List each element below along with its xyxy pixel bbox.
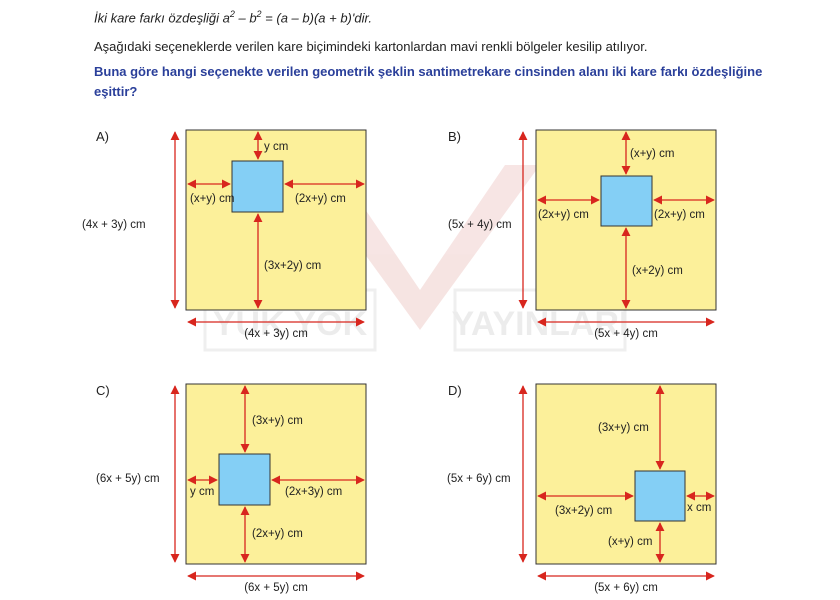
exponent-b: 2 <box>256 9 262 19</box>
cut-square-b <box>600 175 653 227</box>
side-label-a: (4x + 3y) cm <box>82 219 146 231</box>
instruction-text: Aşağıdaki seçeneklerde verilen kare biçi… <box>94 39 648 54</box>
exponent-a: 2 <box>229 9 235 19</box>
intro-prefix: İki kare farkı özdeşliği a <box>94 10 230 26</box>
card-a <box>185 129 367 311</box>
left-label-c: y cm <box>190 486 214 498</box>
card-c <box>185 383 367 565</box>
figure-c: (6x + 5y) cm (6x + 5y) cm (3x+y) cm y cm… <box>96 383 367 594</box>
right-label-b: (2x+y) cm <box>654 209 705 221</box>
right-label-d: x cm <box>687 502 711 514</box>
top-label-d: (3x+y) cm <box>598 422 649 434</box>
option-b-letter: B) <box>448 129 461 144</box>
card-d <box>535 383 717 565</box>
option-c-letter: C) <box>96 383 110 398</box>
option-d-letter: D) <box>448 383 462 398</box>
bottom-label-a: (4x + 3y) cm <box>244 328 308 340</box>
bottom-label-b: (5x + 4y) cm <box>594 328 658 340</box>
left-label-d: (3x+2y) cm <box>555 505 612 517</box>
identity-statement: İki kare farkı özdeşliği a2 – b2 = (a – … <box>94 9 372 25</box>
figure-b: (5x + 4y) cm (5x + 4y) cm (x+y) cm (2x+y… <box>448 129 717 340</box>
option-a-letter: A) <box>96 129 109 144</box>
bottom-label-d: (5x + 6y) cm <box>594 582 658 594</box>
right-label-c: (2x+3y) cm <box>285 486 342 498</box>
cut-square-a <box>231 160 284 213</box>
top-label-b: (x+y) cm <box>630 148 674 160</box>
below-label-c: (2x+y) cm <box>252 528 303 540</box>
right-label-a: (2x+y) cm <box>295 193 346 205</box>
left-label-a: (x+y) cm <box>190 193 234 205</box>
top-label-c: (3x+y) cm <box>252 415 303 427</box>
question-text: Buna göre hangi seçenekte verilen geomet… <box>94 64 763 99</box>
top-label-a: y cm <box>264 141 288 153</box>
bottom-label-c: (6x + 5y) cm <box>244 582 308 594</box>
cut-square-c <box>218 453 271 506</box>
intro-mid: – b <box>234 10 257 26</box>
below-label-b: (x+2y) cm <box>632 265 683 277</box>
side-label-c: (6x + 5y) cm <box>96 473 160 485</box>
figure-a: (4x + 3y) cm (4x + 3y) cm y cm (x+y) cm … <box>82 129 367 340</box>
cut-square-d <box>634 470 686 522</box>
below-label-d: (x+y) cm <box>608 536 652 548</box>
figure-d: (5x + 6y) cm (5x + 6y) cm (3x+y) cm (3x+… <box>447 383 717 594</box>
side-label-b: (5x + 4y) cm <box>448 219 512 231</box>
left-label-b: (2x+y) cm <box>538 209 589 221</box>
side-label-d: (5x + 6y) cm <box>447 473 511 485</box>
below-label-a: (3x+2y) cm <box>264 260 321 272</box>
intro-suffix: = (a – b)(a + b)'dir. <box>261 10 372 26</box>
